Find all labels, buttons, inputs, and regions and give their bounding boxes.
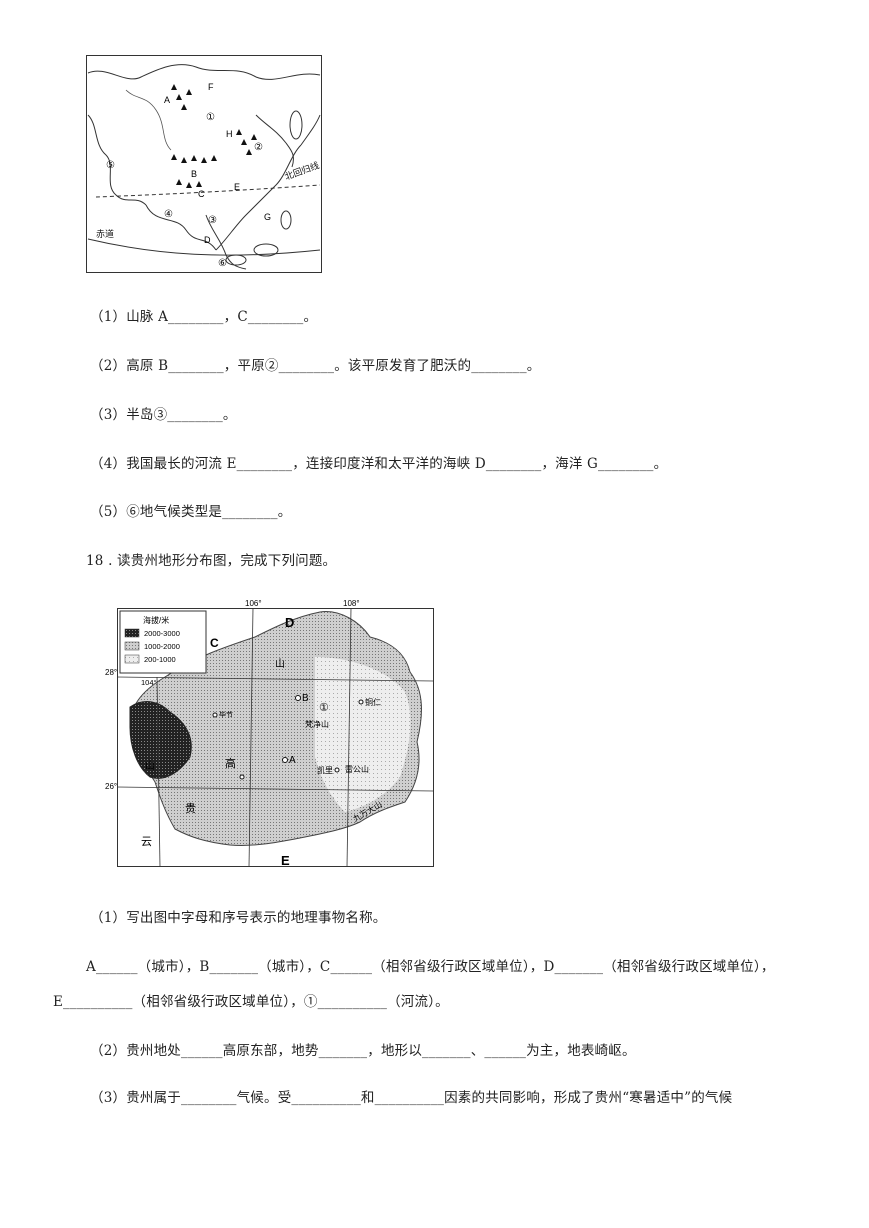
label-G: G (264, 212, 271, 222)
city-bijie-dot (212, 712, 218, 718)
lat-28: 28° (105, 668, 117, 677)
label-circle-6: ⑥ (218, 258, 227, 269)
label-E: E (281, 853, 290, 868)
q18-line-1: （1）写出图中字母和序号表示的地理事物名称。 (90, 910, 387, 926)
place-gui: 贵 (185, 802, 196, 815)
asia-map: 北回归线 赤道 A B C D E F G H ① ② ③ ④ ⑤ ⑥ (86, 55, 322, 273)
q17-line-1: （1）山脉 A________，C________。 (90, 309, 318, 325)
equator-label: 赤道 (96, 228, 114, 239)
q18-line-2: A______（城市），B_______（城市），C______（相邻省级行政区… (86, 959, 775, 975)
q17-line-4: （4）我国最长的河流 E________，连接印度洋和太平洋的海峡 D_____… (90, 456, 668, 472)
label-C: C (210, 636, 219, 650)
label-circle-3: ③ (208, 215, 217, 226)
city-tongren-dot (358, 699, 364, 705)
place-bijie: 毕节 (219, 710, 233, 719)
label-circle-4: ④ (164, 209, 173, 220)
lon-108: 108° (343, 599, 360, 608)
place-leigong: 雷公山 (345, 764, 369, 774)
label-circle-2: ② (254, 142, 263, 153)
place-gao: 高 (225, 756, 236, 770)
label-B: B (191, 169, 197, 179)
place-kaili: 凯里 (317, 765, 333, 775)
label-A: A (289, 755, 296, 766)
label-circle-1: ① (319, 702, 329, 714)
label-H: H (226, 129, 233, 139)
guizhou-map-svg: 海拔/米 2000-3000 1000-2000 200-1000 106° 1… (105, 599, 434, 868)
place-yun: 云 (141, 836, 152, 848)
guizhou-map: 海拔/米 2000-3000 1000-2000 200-1000 106° 1… (105, 597, 435, 869)
q18-title: 18 . 读贵州地形分布图，完成下列问题。 (86, 553, 337, 569)
label-circle-1: ① (206, 112, 215, 123)
label-circle-5: ⑤ (106, 160, 115, 171)
legend-row-3: 200-1000 (144, 655, 176, 664)
place-shan-1: 山 (275, 658, 285, 670)
lon-106: 106° (245, 599, 262, 608)
city-kaili-dot (334, 767, 340, 773)
legend-row-1: 2000-3000 (144, 629, 180, 638)
q17-line-3: （3）半岛③________。 (90, 407, 237, 423)
city-A-dot (282, 757, 288, 763)
lon-104: 104° (141, 678, 157, 687)
legend-title: 海拔/米 (143, 615, 169, 625)
lat-26: 26° (105, 782, 117, 791)
label-A: A (164, 95, 170, 105)
label-B: B (302, 693, 309, 704)
label-F: F (208, 82, 214, 92)
label-E: E (234, 182, 240, 192)
legend-swatch-mid (124, 641, 140, 651)
q17-line-2: （2）高原 B________，平原②________。该平原发育了肥沃的___… (90, 358, 541, 374)
place-shan-2: 山 (145, 760, 155, 772)
place-tongren: 铜仁 (365, 697, 381, 707)
asia-map-svg: 北回归线 赤道 A B C D E F G H ① ② ③ ④ ⑤ ⑥ (86, 55, 322, 273)
city-B-dot (295, 695, 301, 701)
city-dot-2 (239, 774, 245, 780)
place-fanjing: 梵净山 (305, 719, 329, 729)
label-D: D (285, 615, 294, 630)
legend-swatch-low (124, 654, 140, 664)
label-C: C (198, 189, 205, 199)
legend-row-2: 1000-2000 (144, 642, 180, 651)
q17-line-5: （5）⑥地气候类型是________。 (90, 504, 292, 520)
q18-line-4: （2）贵州地处______高原东部，地势_______，地形以_______、_… (90, 1043, 636, 1059)
legend-swatch-high (124, 628, 140, 638)
label-D: D (204, 235, 211, 245)
q18-line-5: （3）贵州属于________气候。受__________和__________… (90, 1090, 733, 1106)
q18-line-3: E__________（相邻省级行政区域单位），①__________（河流）。 (53, 994, 449, 1010)
